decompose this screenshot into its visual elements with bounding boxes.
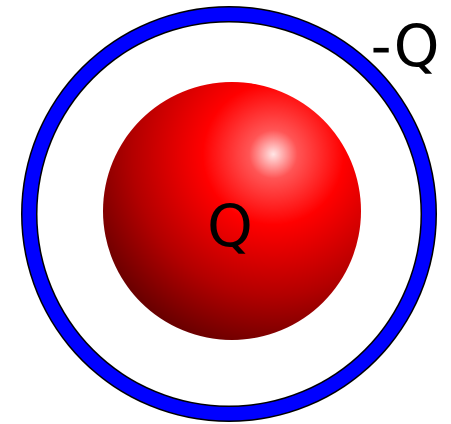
outer-shell-label: -Q <box>371 12 440 80</box>
inner-sphere-label: Q <box>207 192 253 260</box>
inner-sphere <box>103 82 361 340</box>
